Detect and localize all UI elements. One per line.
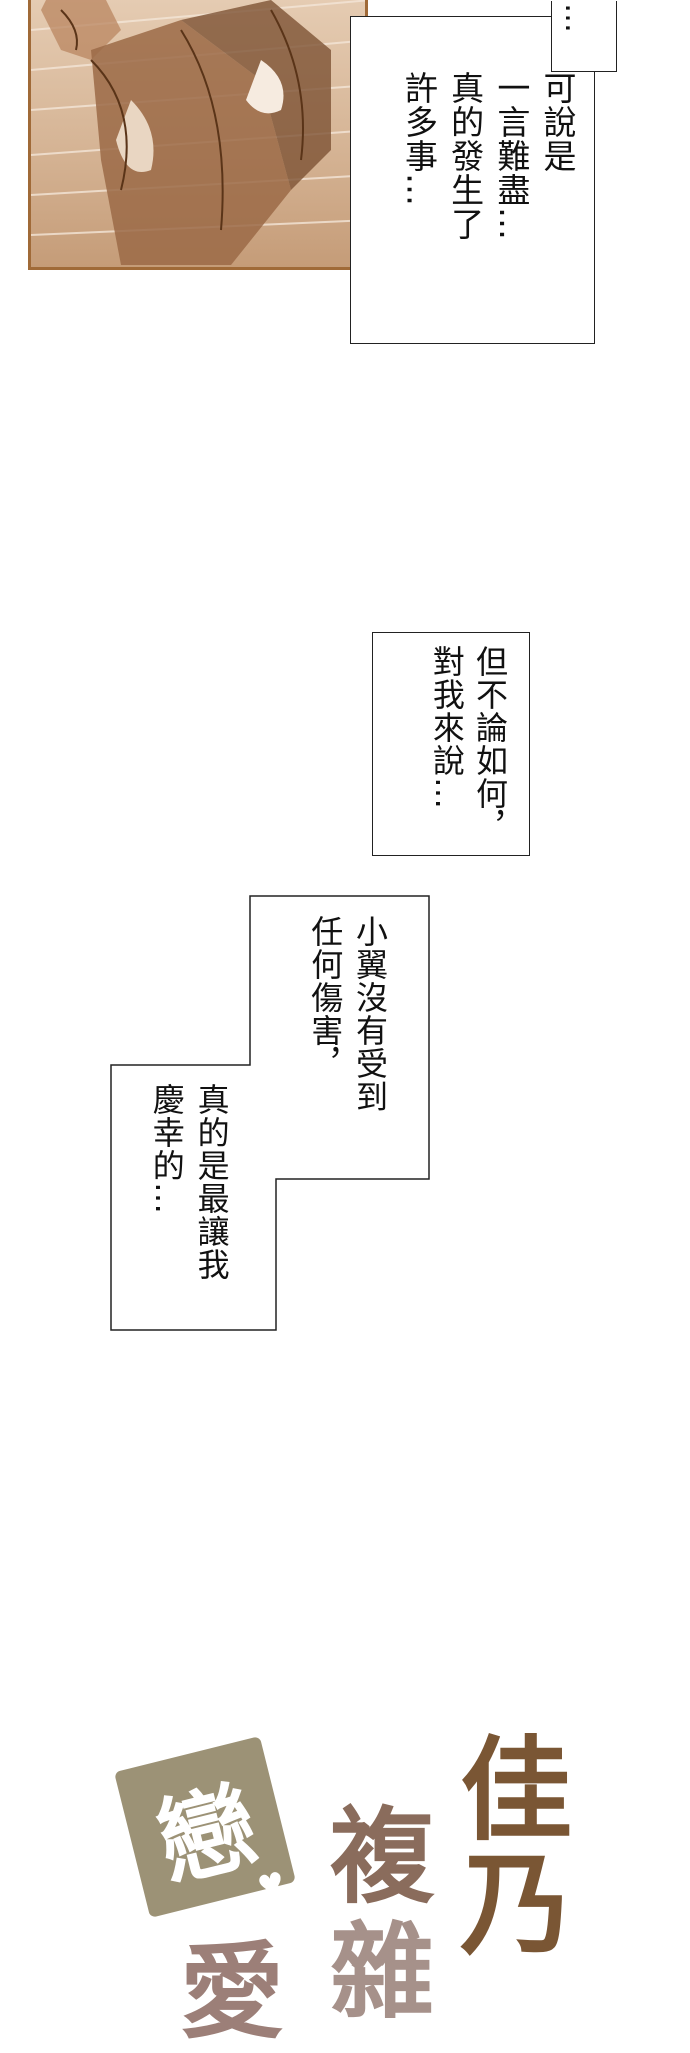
- logo-char-1: 複: [330, 1796, 435, 1918]
- caption-box-1: … 可說是 一言難盡… 真的發生了 許多事…: [350, 1, 617, 344]
- caption-text-2: 但不論如何， 對我來說…: [427, 645, 509, 843]
- caption-text-3a: 小翼沒有受到 任何傷害，: [306, 915, 389, 1113]
- manga-illustration-panel: [28, 0, 368, 270]
- caption-box-3-outline: [110, 895, 430, 1331]
- caption-box-3: 小翼沒有受到 任何傷害， 真的是最讓我 慶幸的…: [110, 895, 430, 1331]
- logo-stamp-char: 戀: [146, 1769, 268, 1902]
- illustration-drawing: [31, 0, 365, 265]
- caption-box-1-tab: …: [551, 1, 617, 72]
- logo-char-3: 雜: [330, 1911, 435, 2033]
- caption-text-1: 可說是 一言難盡… 真的發生了 許多事…: [399, 71, 577, 241]
- caption-text-3b: 真的是最讓我 慶幸的…: [147, 1083, 231, 1281]
- logo-char-4: 乃: [460, 1841, 572, 1971]
- series-logo: 戀 ♥ 複 佳 雜 乃 愛: [114, 1735, 600, 2044]
- logo-char-5: 愛: [180, 1931, 285, 2053]
- caption-ellipsis: …: [558, 3, 593, 34]
- logo-char-2: 佳: [460, 1726, 572, 1856]
- caption-box-2: 但不論如何， 對我來說…: [372, 632, 530, 856]
